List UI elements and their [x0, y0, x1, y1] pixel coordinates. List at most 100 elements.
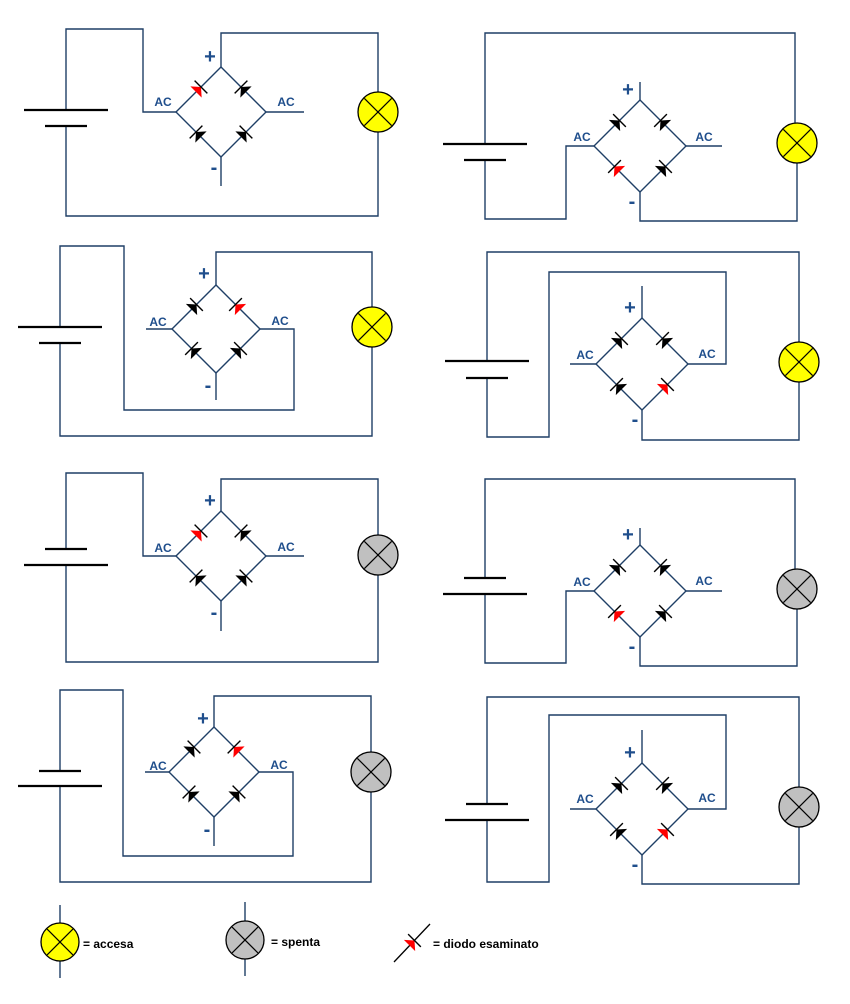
- diode-bar: [614, 331, 629, 346]
- diode-bar: [658, 604, 673, 619]
- diode-bottom-right: [656, 822, 675, 841]
- legend-lamp-on: [40, 905, 80, 978]
- ac-label-left: AC: [573, 575, 591, 589]
- lamp-cross-line: [363, 97, 393, 127]
- diode-bar: [189, 569, 203, 583]
- diode-bar: [182, 785, 196, 799]
- lamp-cross-line: [46, 928, 74, 956]
- diode-bar: [234, 524, 248, 538]
- diode-bottom-right: [229, 341, 248, 360]
- diode-bar: [239, 569, 253, 583]
- ac-label-right: AC: [277, 540, 295, 554]
- lamp-on: [351, 306, 393, 348]
- diode-bottom-right: [654, 604, 673, 623]
- diode-bar: [607, 604, 622, 619]
- diode-triangle: [195, 575, 207, 587]
- diode-triangle: [613, 610, 626, 623]
- lamp-cross-line: [356, 757, 386, 787]
- battery: [24, 108, 108, 128]
- diode-bar: [653, 558, 668, 573]
- wire: [484, 478, 796, 578]
- legend-on-text: = accesa: [83, 937, 134, 951]
- diode-top-right: [653, 558, 672, 577]
- diode-top-left: [185, 297, 204, 316]
- legend-examined-diode-icon: [393, 923, 431, 963]
- ac-label-left: AC: [576, 792, 594, 806]
- plus-label: +: [622, 79, 634, 101]
- ac-label-right: AC: [695, 574, 713, 588]
- ac-label-left: AC: [149, 315, 167, 329]
- bridge-outline: [593, 99, 687, 193]
- diode-triangle: [183, 746, 195, 758]
- diode-bar: [184, 341, 199, 356]
- diode-bar: [189, 297, 204, 312]
- diode-bar: [407, 933, 422, 948]
- diode-triangle: [656, 828, 669, 841]
- lamp-cross-line: [363, 540, 393, 570]
- ac-label-right: AC: [277, 95, 295, 109]
- battery: [18, 769, 102, 788]
- wire: [220, 32, 379, 92]
- wire: [486, 251, 800, 361]
- diode-triangle: [659, 119, 672, 132]
- wire: [59, 786, 372, 883]
- diode-top-right: [227, 740, 245, 758]
- diode-bottom-left: [189, 125, 207, 143]
- lamp-on: [357, 91, 399, 133]
- wire: [213, 695, 372, 752]
- lamp-cross-line: [782, 128, 812, 158]
- diode-top-left: [610, 776, 629, 795]
- diode-bar: [609, 822, 624, 837]
- wire: [641, 382, 800, 441]
- diode-bottom-left: [607, 604, 626, 623]
- diode-bar: [609, 377, 624, 392]
- plus-label: +: [198, 263, 210, 285]
- lamp-off: [776, 568, 818, 610]
- diode-top-left: [608, 558, 627, 577]
- diode-triangle: [185, 303, 198, 316]
- diode-triangle: [188, 791, 200, 803]
- diode-bar: [653, 113, 668, 128]
- diode-bar: [189, 125, 203, 139]
- diode-top-right: [234, 524, 252, 542]
- legend-diode: [403, 933, 422, 952]
- diode-bar: [239, 125, 253, 139]
- bridge-outline: [171, 284, 261, 374]
- battery: [443, 142, 527, 162]
- diode-bottom-left: [609, 377, 628, 396]
- wire: [484, 145, 594, 220]
- diode-bottom-right: [228, 785, 246, 803]
- diode-bar: [187, 740, 201, 754]
- diode-triangle: [659, 564, 672, 577]
- diode-bottom-right: [235, 569, 253, 587]
- wire: [486, 696, 800, 804]
- diode-top-right: [234, 80, 252, 98]
- wire: [220, 478, 379, 535]
- lamp-cross-line: [784, 792, 814, 822]
- diode-top-left: [183, 740, 201, 758]
- diode-bar: [234, 80, 248, 94]
- minus-label: -: [204, 819, 211, 841]
- diode-bar: [607, 159, 622, 174]
- diode-bar: [655, 331, 670, 346]
- diode-triangle: [228, 791, 240, 803]
- ac-label-left: AC: [154, 541, 172, 555]
- ac-label-right: AC: [271, 314, 289, 328]
- wire: [639, 163, 798, 222]
- diode-triangle: [613, 165, 626, 178]
- diode-triangle: [661, 782, 674, 795]
- lamp-cross-line: [782, 574, 812, 604]
- bridge-outline: [595, 762, 689, 856]
- wire: [65, 28, 177, 113]
- diode-triangle: [656, 383, 669, 396]
- diode-triangle: [235, 131, 247, 143]
- diode-triangle: [190, 347, 203, 360]
- diode-triangle: [235, 575, 247, 587]
- diode-triangle: [654, 610, 667, 623]
